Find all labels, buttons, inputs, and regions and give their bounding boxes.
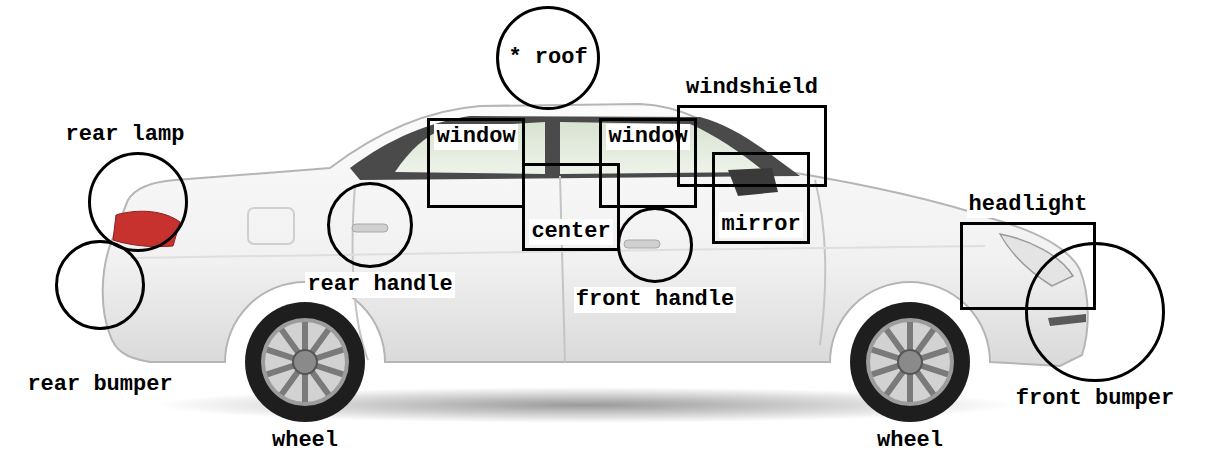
front-door-glass: [560, 122, 765, 174]
callout-circle: rear handle: [327, 182, 413, 268]
callout-circle-outline: [619, 209, 692, 282]
part-label: center: [529, 219, 612, 245]
callout-circle: front bumper: [1025, 242, 1165, 382]
side-mirror: [728, 168, 778, 196]
fuel-door: [248, 208, 294, 244]
callout-outline: [1025, 242, 1165, 382]
callout-circle-outline: [498, 8, 599, 109]
callout-circle: front handle: [617, 207, 693, 283]
part-label: rear bumper: [25, 372, 174, 398]
part-label: windshield: [684, 75, 820, 101]
part-label: headlight: [967, 192, 1090, 218]
callout-box: center: [522, 163, 619, 251]
part-label: rear lamp: [64, 122, 187, 148]
callout-box: mirror: [712, 152, 809, 244]
door-handle: [624, 240, 660, 248]
callout-outline: [55, 240, 145, 330]
callout-circle: * roof: [496, 6, 600, 110]
callout-outline: [617, 207, 693, 283]
callout-circle: rear bumper: [55, 240, 145, 330]
grille-slot: [1048, 314, 1086, 326]
part-label: mirror: [719, 212, 802, 238]
part-label: front handle: [574, 287, 736, 313]
callout-outline: [88, 152, 188, 252]
callout-circle-outline: [329, 184, 412, 267]
callout-outline: [327, 182, 413, 268]
part-label: front bumper: [1014, 386, 1176, 412]
part-label: * roof: [506, 45, 589, 71]
callout-circle-outline: [1027, 244, 1164, 381]
front-wheel: [850, 302, 970, 422]
door-handle: [352, 224, 388, 232]
tail-lamp: [113, 211, 180, 246]
part-label: rear handle: [305, 272, 454, 298]
callout-box: window: [427, 118, 524, 208]
rear-wheel: [245, 302, 365, 422]
part-label: wheel: [875, 428, 945, 454]
door-line: [560, 176, 565, 362]
part-label: wheel: [270, 428, 340, 454]
part-label: window: [434, 124, 517, 150]
callout-box: windshield: [677, 105, 827, 187]
callout-circle: rear lamp: [88, 152, 188, 252]
body-crease: [130, 246, 985, 258]
callout-circle-outline: [57, 242, 144, 329]
callout-circle-outline: [90, 154, 187, 251]
door-line: [815, 180, 825, 345]
